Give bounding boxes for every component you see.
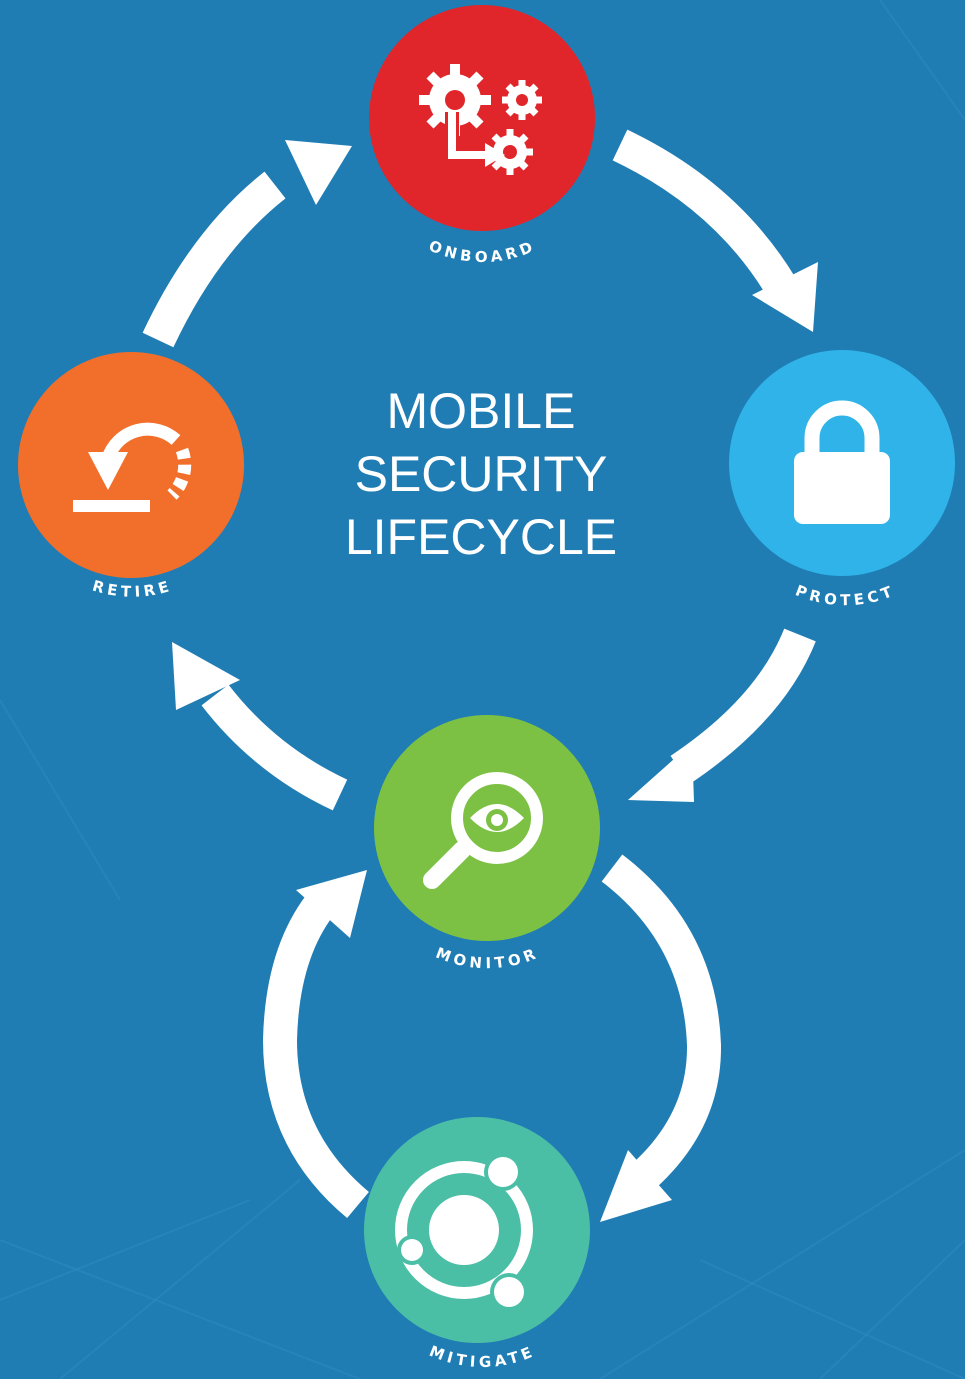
retire-circle bbox=[18, 352, 244, 578]
orbit-icon bbox=[395, 1153, 533, 1311]
onboard-label: ONBOARD bbox=[426, 237, 534, 266]
node-onboard: ONBOARD bbox=[369, 5, 595, 266]
title-line-2: SECURITY bbox=[355, 446, 608, 502]
cycle-arrows bbox=[142, 129, 818, 1222]
node-retire: RETIRE bbox=[18, 352, 244, 601]
retire-label: RETIRE bbox=[90, 577, 170, 601]
arrow-monitor-to-mitigate bbox=[600, 854, 722, 1222]
arrow-onboard-to-protect bbox=[612, 129, 818, 332]
svg-text:PROTECT: PROTECT bbox=[793, 581, 898, 609]
node-protect: PROTECT bbox=[729, 350, 955, 609]
arrow-mitigate-to-monitor bbox=[262, 870, 370, 1219]
title-line-1: MOBILE bbox=[387, 383, 576, 439]
node-mitigate: MITIGATE bbox=[364, 1117, 590, 1371]
svg-text:ONBOARD: ONBOARD bbox=[426, 237, 538, 266]
svg-text:MITIGATE: MITIGATE bbox=[427, 1342, 538, 1371]
diagram-title: MOBILE SECURITY LIFECYCLE bbox=[345, 383, 617, 565]
arrow-retire-to-onboard bbox=[142, 140, 352, 348]
undo-icon bbox=[73, 422, 192, 512]
magnifier-eye-icon bbox=[423, 772, 543, 889]
monitor-label: MONITOR bbox=[433, 944, 537, 973]
lock-icon bbox=[794, 400, 890, 524]
onboard-circle bbox=[369, 5, 595, 231]
mitigate-label: MITIGATE bbox=[427, 1342, 534, 1371]
protect-label: PROTECT bbox=[793, 581, 894, 609]
gears-icon bbox=[419, 64, 542, 175]
arrow-monitor-to-retire bbox=[172, 642, 348, 811]
node-monitor: MONITOR bbox=[374, 715, 600, 972]
title-line-3: LIFECYCLE bbox=[345, 509, 617, 565]
svg-text:RETIRE: RETIRE bbox=[90, 577, 174, 601]
svg-text:MONITOR: MONITOR bbox=[433, 944, 541, 973]
arrow-protect-to-monitor bbox=[628, 628, 816, 802]
